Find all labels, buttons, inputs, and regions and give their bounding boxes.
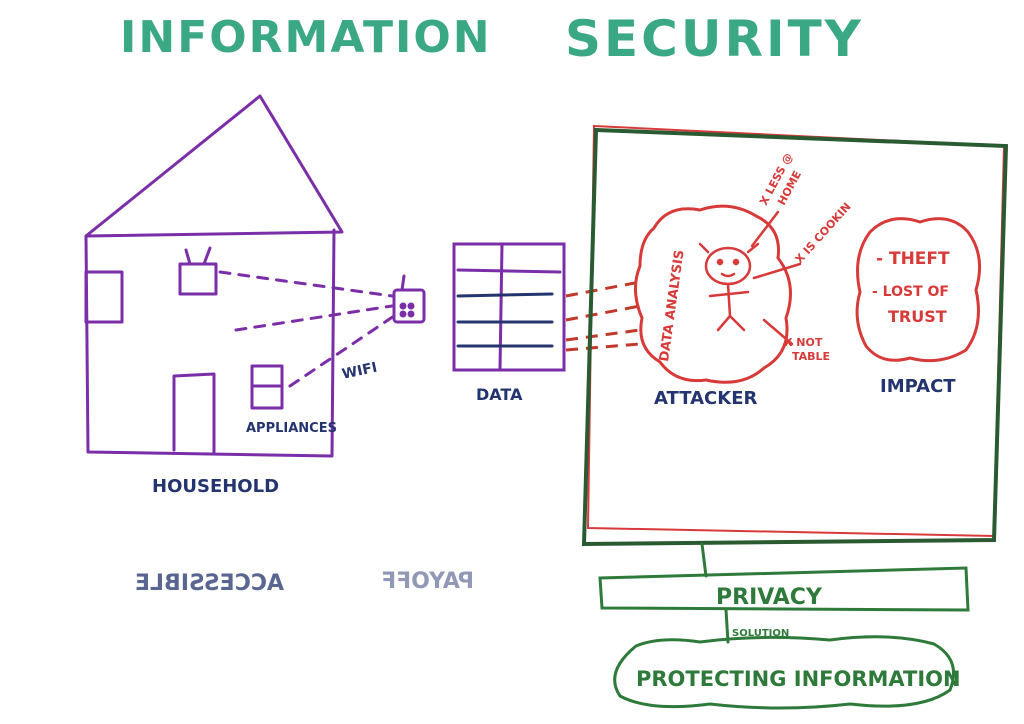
attacker-link-home <box>750 210 780 248</box>
wifi-ray-top <box>218 270 394 298</box>
attacker-figure <box>698 210 802 346</box>
data-block-frame <box>452 242 566 372</box>
household-label: HOUSEHOLD <box>152 476 279 497</box>
impact-trust: TRUST <box>888 307 947 326</box>
router-antenna <box>400 274 406 292</box>
attacker-link-cookin <box>752 262 802 280</box>
router-device <box>392 288 426 324</box>
impact-label: IMPACT <box>880 376 956 397</box>
attacker-cloud <box>634 204 792 384</box>
house-drawing <box>84 94 426 458</box>
house-window-left <box>84 270 124 324</box>
house-roof <box>84 94 344 238</box>
note-not-table-line1: X NOT <box>784 336 823 349</box>
privacy-section <box>598 542 970 710</box>
data-block-divider <box>498 242 504 372</box>
protecting-cloud <box>613 635 955 710</box>
data-label: DATA <box>476 385 523 404</box>
mirrored-word-accessible: ACCESSIBLE <box>135 571 284 596</box>
title-word-information: INFORMATION <box>120 12 492 63</box>
security-frame-green <box>581 127 1009 547</box>
frame-stand <box>700 542 708 578</box>
privacy-box <box>598 566 970 612</box>
wifi-ray-mid <box>234 304 394 332</box>
mirrored-text-left: ACCESSIBLE <box>135 571 284 596</box>
house-door <box>172 372 216 454</box>
attacker-link-table <box>762 318 794 346</box>
data-row-2 <box>456 292 554 298</box>
note-is-cookin: X IS COOKIN <box>793 200 854 266</box>
wifi-label: WIFI <box>341 360 379 383</box>
house-tv-antenna <box>184 246 212 266</box>
solution-label: SOLUTION <box>732 628 789 639</box>
data-analysis-label: DATA ANALYSIS <box>657 249 688 363</box>
wifi-ray-low <box>288 314 396 388</box>
data-to-attacker-links <box>565 280 641 352</box>
appliances-label: APPLIANCES <box>246 421 337 436</box>
data-row-1 <box>456 268 562 274</box>
impact-theft: - THEFT <box>876 249 950 269</box>
impact-cloud <box>855 217 982 363</box>
privacy-label: PRIVACY <box>716 585 823 610</box>
impact-lost-of: - LOST OF <box>872 284 949 300</box>
house-tv <box>178 262 218 296</box>
attacker-label: ATTACKER <box>654 388 757 409</box>
mirrored-text-right: PAYOFF <box>381 569 474 594</box>
mirrored-word-payoff: PAYOFF <box>381 569 474 594</box>
house-walls <box>84 228 336 458</box>
solution-link <box>724 608 730 644</box>
data-block <box>452 242 566 372</box>
note-not-table-line2: TABLE <box>792 350 830 363</box>
protecting-information-label: PROTECTING INFORMATION <box>636 667 961 691</box>
title-word-security: SECURITY <box>565 10 864 68</box>
